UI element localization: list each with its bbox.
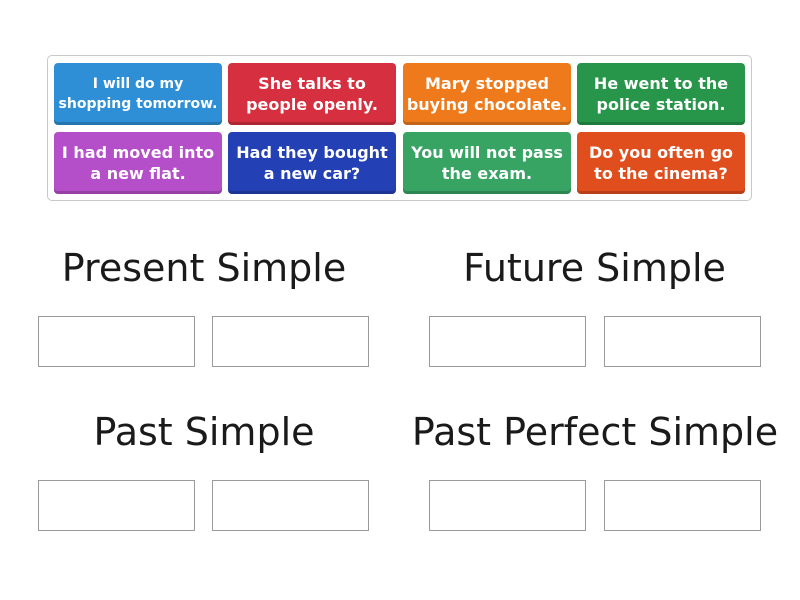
drop-slot[interactable]: [429, 316, 586, 367]
card-text: You will not pass the exam.: [411, 143, 563, 183]
card-text: Had they bought a new car?: [236, 143, 388, 183]
answer-card[interactable]: Had they bought a new car?: [228, 132, 396, 194]
group-heading-past-simple: Past Simple: [93, 410, 315, 454]
answer-card[interactable]: You will not pass the exam.: [403, 132, 571, 194]
group-heading-past-perfect-simple: Past Perfect Simple: [411, 410, 779, 454]
answer-card[interactable]: She talks to people openly.: [228, 63, 396, 125]
drop-slot[interactable]: [604, 316, 761, 367]
drop-slot[interactable]: [212, 480, 369, 531]
drop-slot[interactable]: [38, 316, 195, 367]
card-text: Mary stopped buying chocolate.: [406, 74, 568, 114]
answer-card[interactable]: He went to the police station.: [577, 63, 745, 125]
drop-slot[interactable]: [212, 316, 369, 367]
group-heading-future-simple: Future Simple: [463, 246, 726, 290]
answer-card[interactable]: Mary stopped buying chocolate.: [403, 63, 571, 125]
group-heading-present-simple: Present Simple: [61, 246, 347, 290]
answer-card[interactable]: I will do my shopping tomorrow.: [54, 63, 222, 125]
card-tray: I will do my shopping tomorrow. She talk…: [47, 55, 752, 201]
answer-card[interactable]: I had moved into a new flat.: [54, 132, 222, 194]
answer-card[interactable]: Do you often go to the cinema?: [577, 132, 745, 194]
card-text: She talks to people openly.: [246, 74, 378, 114]
card-text: He went to the police station.: [593, 74, 729, 114]
drop-slot[interactable]: [604, 480, 761, 531]
drop-slot[interactable]: [38, 480, 195, 531]
card-text: I had moved into a new flat.: [61, 143, 215, 183]
drop-slot[interactable]: [429, 480, 586, 531]
card-text: I will do my shopping tomorrow.: [58, 76, 218, 112]
card-text: Do you often go to the cinema?: [588, 143, 734, 183]
